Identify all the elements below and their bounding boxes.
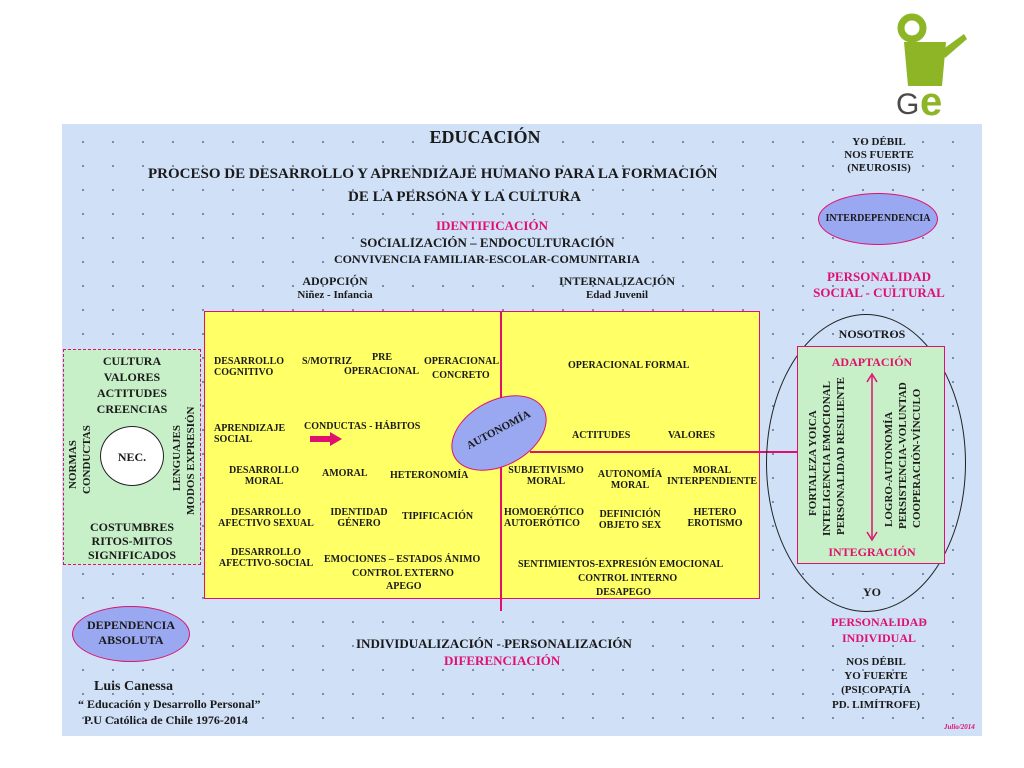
- heteronomia-label: HETERONOMÍA: [390, 470, 469, 481]
- desapego-label: DESAPEGO: [596, 587, 652, 598]
- ritos-label: RITOS-MITOS: [91, 534, 173, 548]
- nec-label: NEC.: [117, 450, 147, 464]
- pre-label: PRE: [372, 352, 392, 363]
- modos-label: MODOS EXPRESIÓN: [185, 406, 197, 516]
- internalizacion-label: INTERNALIZACIÓN: [558, 274, 676, 288]
- logo-letter-e: e: [920, 80, 943, 124]
- date-label: Julio/2014: [944, 723, 975, 731]
- homoerotico-label: HOMOERÓTICO AUTOERÓTICO: [504, 507, 585, 529]
- amoral-label: AMORAL: [322, 468, 368, 479]
- work-title: “ Educación y Desarrollo Personal”: [78, 697, 261, 711]
- individualizacion-label: INDIVIDUALIZACIÓN - PERSONALIZACIÓN: [356, 636, 632, 651]
- conductas-label: CONDUCTAS: [81, 425, 93, 495]
- identidad-label: IDENTIDAD GÉNERO: [330, 507, 388, 529]
- adaptation-box: [797, 346, 945, 564]
- sexual-dev-label: DESARROLLO AFECTIVO SEXUAL: [218, 507, 314, 529]
- tipificacion-label: TIPIFICACIÓN: [402, 511, 474, 522]
- nos-debil-label: NOS DÉBIL: [846, 656, 906, 668]
- integracion-label: INTEGRACIÓN: [828, 545, 916, 559]
- smotriz-label: S/MOTRIZ: [302, 356, 353, 367]
- convivencia-label: CONVIVENCIA FAMILIAR-ESCOLAR-COMUNITARIA: [334, 252, 640, 266]
- dependencia-label-2: ABSOLUTA: [98, 633, 164, 647]
- yo-fuerte-label: YO FUERTE: [844, 670, 908, 682]
- control-int-label: CONTROL INTERNO: [578, 573, 678, 584]
- diferenciacion-label: DIFERENCIACIÓN: [444, 653, 561, 668]
- internalizacion-sub: Edad Juvenil: [585, 289, 649, 301]
- operacional-label: OPERACIONAL: [424, 356, 500, 367]
- cognitivo-label: DESARROLLO COGNITIVO: [214, 356, 285, 378]
- actitudes-grid-label: ACTITUDES: [572, 430, 631, 441]
- diagram-subtitle-1: PROCESO DE DESARROLLO Y APRENDIZAJE HUMA…: [148, 166, 718, 182]
- institution: P.U Católica de Chile 1976-2014: [84, 713, 248, 727]
- logo: G e: [890, 12, 970, 124]
- personality-ellipse: [766, 314, 966, 612]
- concreto-label: CONCRETO: [432, 370, 490, 381]
- diagram-subtitle-2: DE LA PERSONA Y LA CULTURA: [348, 189, 581, 205]
- arrow-right-icon: [310, 432, 342, 446]
- personalidad-individual-1: PERSONALIDAD: [830, 615, 927, 629]
- normas-label: NORMAS: [67, 440, 79, 490]
- pre-operacional-label: OPERACIONAL: [344, 366, 420, 377]
- hetero-label: HETERO EROTISMO: [687, 507, 743, 529]
- yo-label: YO: [863, 585, 881, 599]
- yo-debil-label: YO DÉBIL: [852, 136, 906, 148]
- control-ext-label: CONTROL EXTERNO: [352, 568, 454, 579]
- interdependencia-ellipse: [818, 193, 938, 245]
- sentimientos-label: SENTIMIENTOS-EXPRESIÓN EMOCIONAL: [518, 559, 724, 570]
- adopcion-sub: Niñez - Infancia: [297, 289, 373, 301]
- nos-fuerte-label: NOS FUERTE: [844, 149, 914, 161]
- cultura-label: CULTURA: [102, 354, 162, 368]
- creencias-label: CREENCIAS: [96, 402, 168, 416]
- nec-circle: [100, 426, 164, 486]
- afectivo-social-label: DESARROLLO AFECTIVO-SOCIAL: [218, 547, 314, 569]
- definicion-label: DEFINICIÓN OBJETO SEX: [598, 509, 662, 531]
- valores-grid-label: VALORES: [668, 430, 716, 441]
- up-down-arrow-icon: [866, 372, 878, 542]
- limitrofe-label: PD. LIMÍTROFE): [832, 699, 920, 711]
- grid-horizontal-connector: [530, 451, 864, 453]
- inteligencia-label: INTELIGENCIA EMOCIONAL: [821, 381, 833, 537]
- identificacion-label: IDENTIFICACIÓN: [436, 218, 548, 233]
- watering-can-icon: [897, 13, 967, 86]
- significados-label: SIGNIFICADOS: [87, 548, 177, 562]
- nosotros-label: NOSOTROS: [838, 327, 906, 341]
- dependencia-ellipse: [72, 606, 190, 662]
- emociones-label: EMOCIONES – ESTADOS ÁNIMO: [324, 554, 481, 565]
- fortaleza-label: FORTALEZA YOICA: [807, 410, 819, 516]
- valores-label: VALORES: [103, 370, 161, 384]
- moral-dev-label: DESARROLLO MORAL: [228, 465, 299, 487]
- lenguajes-label: LENGUAJES: [171, 424, 183, 492]
- resiliente-label: PERSONALIDAD RESILIENTE: [835, 377, 847, 536]
- personalidad-social-2: SOCIAL - CULTURAL: [813, 285, 945, 300]
- neurosis-label: (NEUROSIS): [847, 162, 911, 174]
- dependencia-label-1: DEPENDENCIA: [86, 618, 175, 632]
- aprendizaje-label: APRENDIZAJE SOCIAL: [214, 423, 286, 445]
- author-name: Luis Canessa: [94, 679, 173, 694]
- adopcion-label: ADOPCIÓN: [302, 274, 368, 288]
- moral-interdep-label: MORAL INTERPENDIENTE: [666, 465, 758, 487]
- apego-label: APEGO: [386, 581, 422, 592]
- interdependencia-label: INTERDEPENDENCIA: [825, 213, 931, 224]
- socializacion-label: SOCIALIZACIÓN – ENDOCULTURACIÓN: [360, 235, 615, 250]
- cooperacion-label: COOPERACIÓN-VÍNCULO: [911, 388, 923, 528]
- logo-letter-g: G: [896, 88, 920, 121]
- conductas-habitos-label: CONDUCTAS - HÁBITOS: [304, 421, 421, 432]
- personalidad-social-1: PERSONALIDAD: [826, 269, 931, 284]
- subjetivismo-label: SUBJETIVISMO MORAL: [508, 465, 584, 487]
- actitudes-label: ACTITUDES: [96, 386, 168, 400]
- op-formal-label: OPERACIONAL FORMAL: [568, 360, 690, 371]
- personalidad-individual-2: INDIVIDUAL: [841, 631, 916, 645]
- autonomia-moral-label: AUTONOMÍA MORAL: [597, 469, 663, 491]
- persistencia-label: PERSISTENCIA-VOLUNTAD: [897, 382, 909, 530]
- adaptacion-label: ADAPTACIÓN: [831, 355, 913, 369]
- costumbres-label: COSTUMBRES: [89, 520, 175, 534]
- psicopatia-label: (PSICOPATÍA: [841, 684, 911, 696]
- diagram-title: EDUCACIÓN: [429, 127, 541, 147]
- logro-label: LOGRO-AUTONOMÍA: [883, 411, 895, 527]
